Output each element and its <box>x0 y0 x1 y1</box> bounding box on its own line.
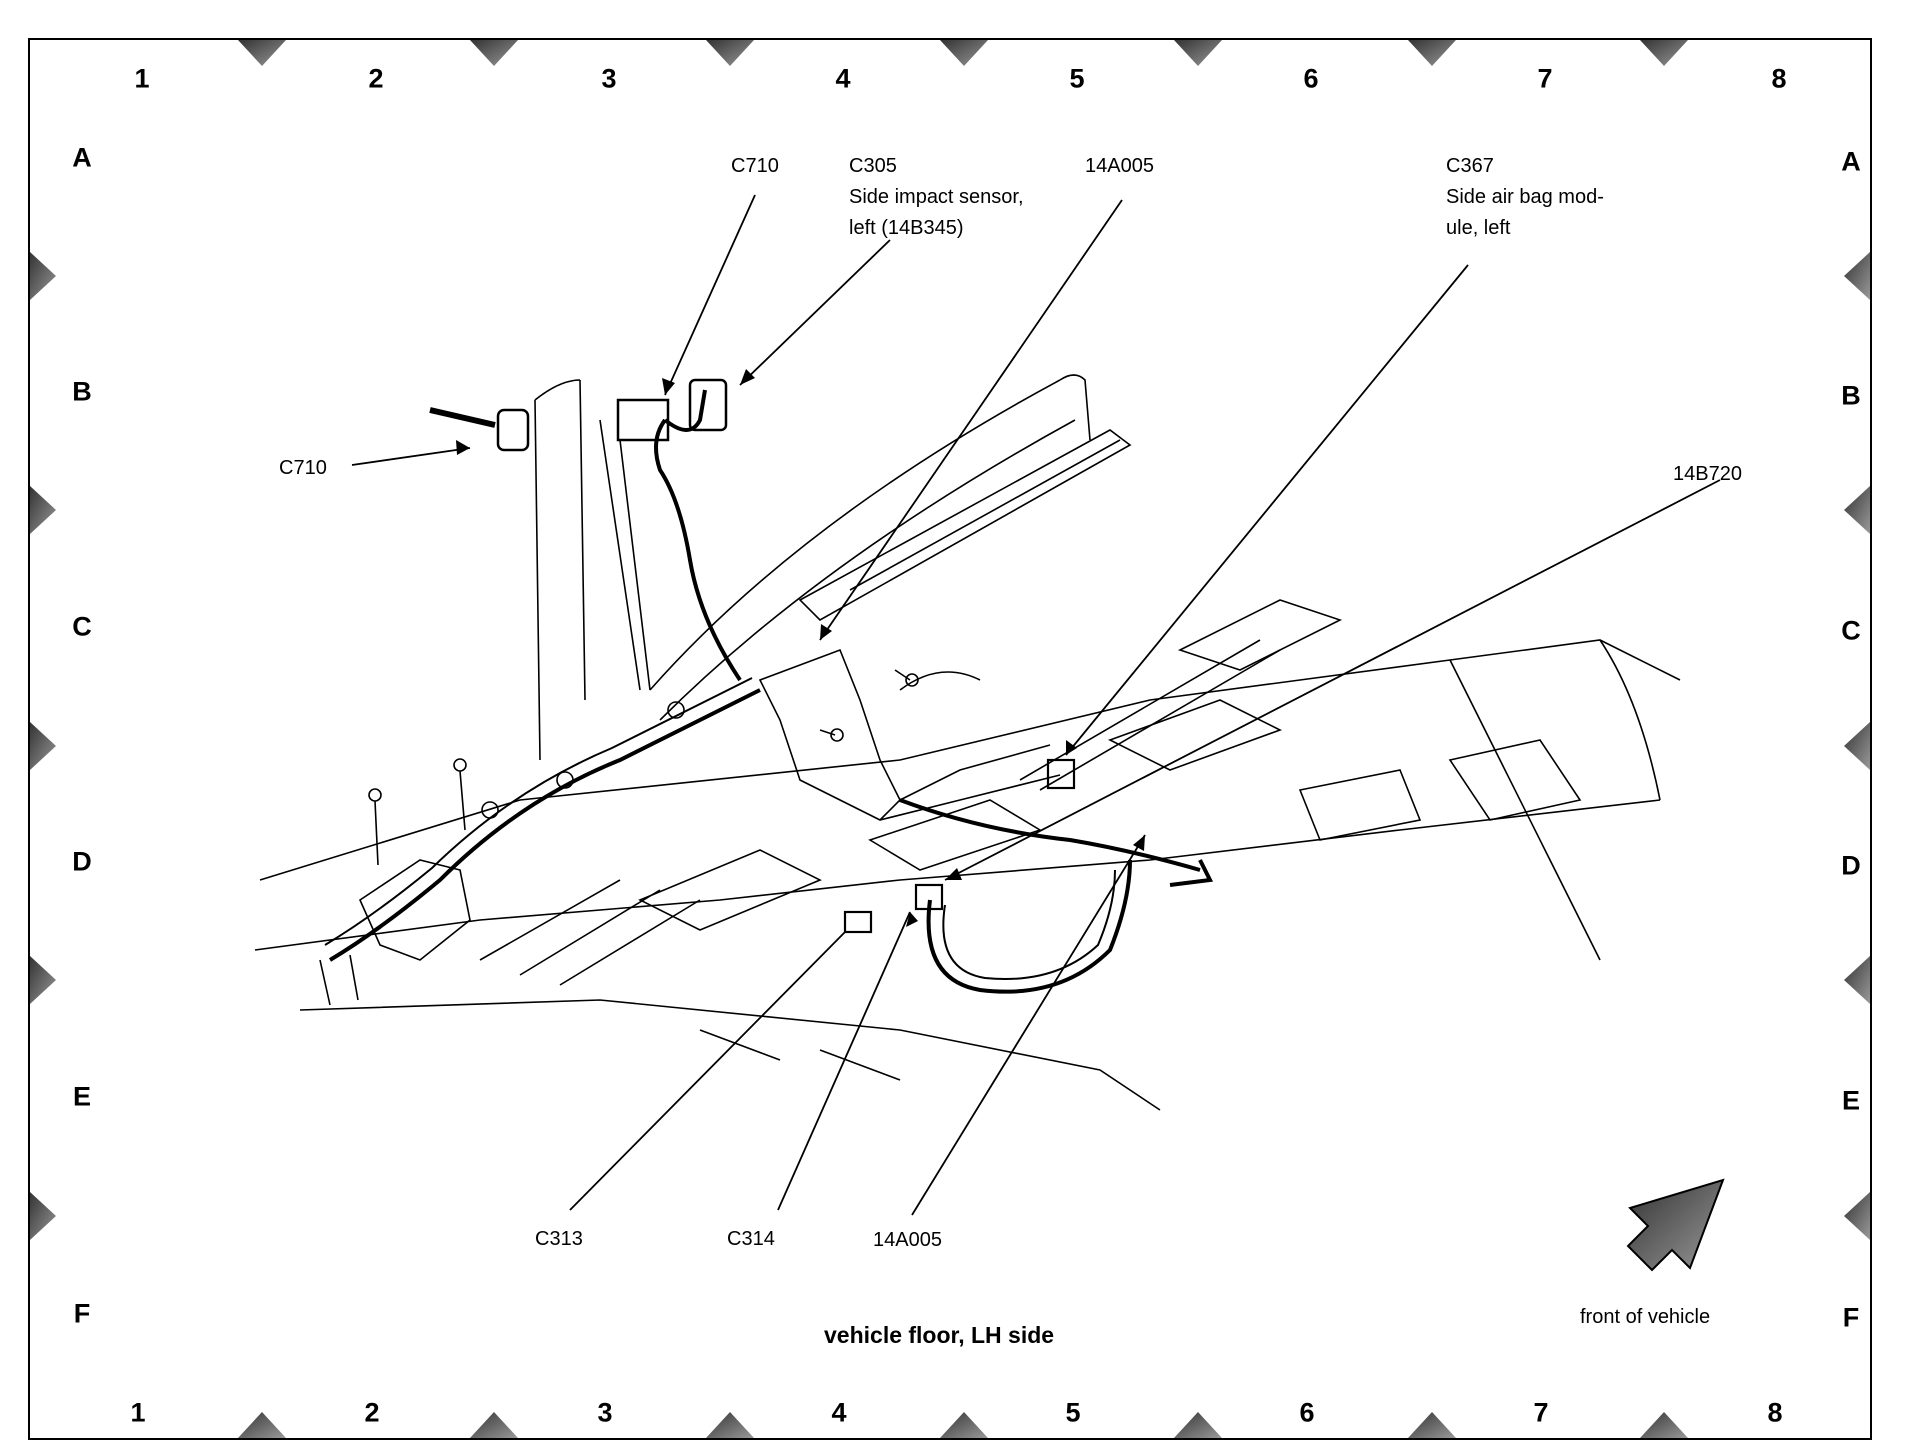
border-markers <box>30 40 1870 1438</box>
leader-14a005-bottom <box>911 834 1146 1216</box>
callout-c710-top: C710 <box>731 155 779 177</box>
callout-c305-line1: Side impact sensor, <box>849 186 1024 208</box>
grid-column-top-1: 1 <box>134 63 150 94</box>
grid-row-right-c: C <box>1841 615 1861 646</box>
grid-column-bottom-1: 1 <box>130 1397 146 1428</box>
grid-row-right-d: D <box>1841 850 1861 881</box>
leader-c313 <box>569 931 846 1211</box>
callout-14a005-bottom: 14A005 <box>873 1229 942 1251</box>
grid-column-top-3: 3 <box>601 63 617 94</box>
grid-row-left-e: E <box>72 1081 92 1112</box>
grid-column-bottom-6: 6 <box>1299 1397 1315 1428</box>
grid-column-bottom-3: 3 <box>597 1397 613 1428</box>
callout-c367: C367 Side air bag mod- ule, left <box>1446 151 1604 244</box>
leader-lines <box>351 194 1721 1216</box>
grid-row-left-d: D <box>72 846 92 877</box>
leader-c314 <box>777 911 911 1211</box>
leader-c710-left <box>351 447 471 466</box>
grid-row-right-b: B <box>1841 380 1861 411</box>
callout-c313: C313 <box>535 1228 583 1250</box>
grid-column-bottom-4: 4 <box>831 1397 847 1428</box>
callout-c305-id: C305 <box>849 155 897 177</box>
callout-14b720: 14B720 <box>1673 463 1742 485</box>
callout-c367-line2: ule, left <box>1446 217 1511 239</box>
drawing-frame <box>28 38 1872 1440</box>
callout-c305-line2: left (14B345) <box>849 217 964 239</box>
grid-column-top-4: 4 <box>835 63 851 94</box>
callout-c367-id: C367 <box>1446 155 1494 177</box>
leader-arrowheads <box>456 369 1145 927</box>
front-of-vehicle-label: front of vehicle <box>1580 1306 1711 1328</box>
grid-column-bottom-2: 2 <box>364 1397 380 1428</box>
callout-c710-left: C710 <box>279 457 327 479</box>
grid-row-left-f: F <box>73 1298 91 1329</box>
grid-row-right-f: F <box>1842 1302 1860 1333</box>
vehicle-floor-illustration <box>254 374 1681 1111</box>
grid-column-top-5: 5 <box>1069 63 1085 94</box>
grid-column-top-7: 7 <box>1537 63 1553 94</box>
callout-c305: C305 Side impact sensor, left (14B345) <box>849 151 1024 244</box>
leader-c367 <box>1065 264 1469 756</box>
grid-row-right-e: E <box>1841 1085 1861 1116</box>
grid-column-bottom-5: 5 <box>1065 1397 1081 1428</box>
grid-column-top-8: 8 <box>1771 63 1787 94</box>
callout-c367-line1: Side air bag mod- <box>1446 186 1604 208</box>
leader-14b720 <box>944 479 1721 881</box>
callout-c314: C314 <box>727 1228 775 1250</box>
arrow-up-right-icon <box>1626 1178 1725 1272</box>
grid-column-bottom-7: 7 <box>1533 1397 1549 1428</box>
grid-row-left-b: B <box>72 376 92 407</box>
grid-row-left-a: A <box>72 142 92 173</box>
leader-c305 <box>739 239 891 386</box>
leader-c710-top <box>664 194 756 396</box>
diagram-caption: vehicle floor, LH side <box>824 1322 1055 1348</box>
grid-row-right-a: A <box>1841 146 1861 177</box>
grid-column-bottom-8: 8 <box>1767 1397 1783 1428</box>
grid-column-top-6: 6 <box>1303 63 1319 94</box>
grid-row-left-c: C <box>72 611 92 642</box>
leader-14a005-top <box>819 199 1123 641</box>
grid-column-top-2: 2 <box>368 63 384 94</box>
callout-14a005-top: 14A005 <box>1085 155 1154 177</box>
